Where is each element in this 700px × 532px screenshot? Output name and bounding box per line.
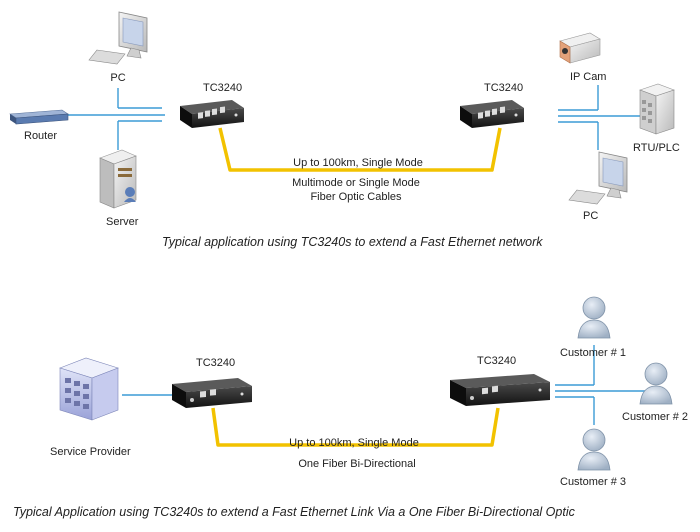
fiber-type-label: One Fiber Bi-Directional [298, 458, 416, 470]
pc-bottom-label: PC [583, 210, 599, 222]
rtu-plc-icon [639, 83, 675, 135]
customer-1-label: Customer # 1 [560, 347, 627, 359]
customer-1-icon [577, 296, 611, 339]
pc-top-label: PC [110, 72, 126, 84]
ip-cam-label: IP Cam [570, 71, 607, 83]
pc-bottom-icon [568, 151, 628, 205]
rtu-plc-label: RTU/PLC [633, 142, 680, 154]
network-lines-right [558, 85, 640, 150]
service-provider-icon [59, 357, 119, 421]
diagram-2 [59, 296, 673, 471]
service-provider-label: Service Provider [50, 446, 131, 458]
router-icon [9, 109, 69, 125]
ip-camera-icon [559, 32, 601, 64]
customer-lines [555, 345, 648, 425]
tc3240-device-right-2 [450, 374, 550, 406]
tc3240-device-left [180, 100, 244, 128]
router-label: Router [24, 130, 58, 142]
cable-type-line-1: Multimode or Single Mode [292, 177, 420, 189]
device-right-2-label: TC3240 [477, 355, 517, 367]
tc3240-device-right [460, 100, 524, 128]
caption-2: Typical Application using TC3240s to ext… [13, 505, 575, 519]
caption-1: Typical application using TC3240s to ext… [162, 235, 543, 249]
link-distance-label-2: Up to 100km, Single Mode [289, 437, 419, 449]
network-lines-left [68, 88, 165, 150]
device-left-2-label: TC3240 [196, 357, 236, 369]
customer-3-icon [577, 428, 611, 471]
server-label: Server [106, 216, 139, 228]
pc-top-icon [88, 11, 148, 65]
tc3240-device-left-2 [172, 378, 252, 408]
fiber-cable-2 [211, 407, 500, 447]
fiber-cable [218, 127, 502, 172]
server-icon [99, 149, 137, 209]
link-distance-label: Up to 100km, Single Mode [293, 157, 423, 169]
cable-type-line-2: Fiber Optic Cables [310, 191, 402, 203]
diagram-1 [9, 11, 675, 209]
device-right-label: TC3240 [484, 82, 524, 94]
device-left-label: TC3240 [203, 82, 243, 94]
customer-3-label: Customer # 3 [560, 476, 627, 488]
customer-2-icon [639, 362, 673, 405]
customer-2-label: Customer # 2 [622, 411, 689, 423]
